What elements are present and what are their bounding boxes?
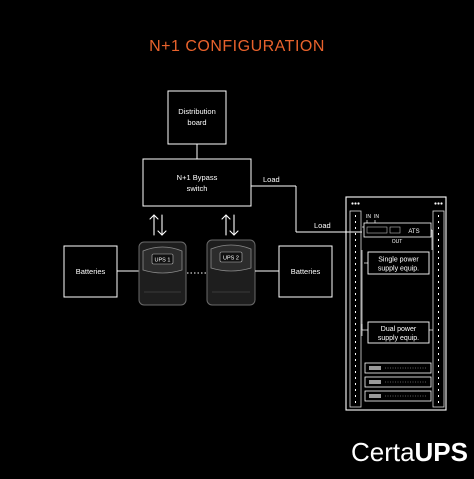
distribution-label-1: Distribution: [178, 107, 216, 116]
dual-power-label-2: supply equip.: [378, 335, 419, 342]
ats-out: OUT: [392, 239, 403, 245]
batteries-right: Batteries: [278, 245, 333, 298]
single-power-label-1: Single power: [378, 257, 419, 264]
bypass-label-1: N+1 Bypass: [177, 173, 218, 182]
brand-logo: CertaUPS: [351, 437, 468, 467]
diagram-title: N+1 CONFIGURATION: [149, 38, 325, 55]
brand-logo-light: Certa: [351, 437, 415, 467]
server-rack-icon: ATS IN IN OUT Single power supply equip.…: [345, 196, 447, 411]
load-label-lower: Load: [314, 221, 331, 230]
ups-unit-icon: UPS 2: [206, 239, 256, 306]
batteries-left: Batteries: [63, 245, 118, 298]
batteries-left-label: Batteries: [76, 267, 106, 276]
single-power-label-2: supply equip.: [378, 266, 419, 273]
dual-power-label-1: Dual power: [381, 326, 417, 333]
ats-in-left: IN: [366, 214, 371, 220]
up-down-arrows-icon: [149, 214, 167, 236]
ups1-label: UPS 1: [155, 258, 171, 264]
up-down-arrows-icon: [221, 214, 239, 236]
brand-logo-bold: UPS: [415, 437, 468, 467]
bypass-switch: N+1 Bypass switch: [142, 158, 252, 207]
bypass-label-2: switch: [187, 184, 208, 193]
load-label-upper: Load: [263, 175, 280, 184]
ats-in-right: IN: [374, 214, 379, 220]
load-connection: [251, 185, 362, 233]
ats-label: ATS: [408, 229, 419, 235]
ups2-label: UPS 2: [223, 256, 239, 262]
distribution-board: Distribution board: [167, 90, 227, 145]
batteries-right-label: Batteries: [291, 267, 321, 276]
distribution-label-2: board: [187, 118, 206, 127]
ups-unit-icon: UPS 1: [138, 241, 187, 306]
